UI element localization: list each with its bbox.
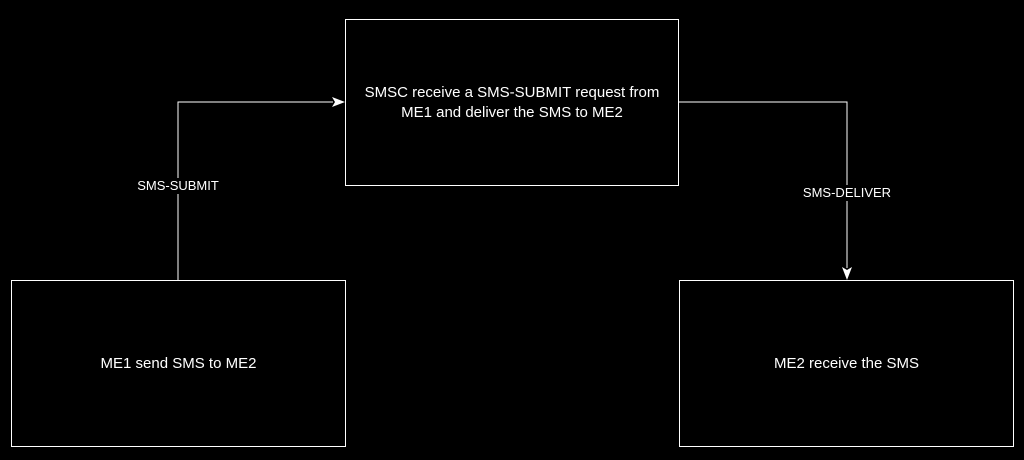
me1-node[interactable]: ME1 send SMS to ME2 (11, 280, 346, 447)
edge-label-sms-deliver: SMS-DELIVER (800, 185, 894, 201)
me2-node-label: ME2 receive the SMS (773, 354, 920, 372)
edge-label-sms-submit: SMS-SUBMIT (135, 178, 221, 194)
arrowhead-to-me2 (842, 267, 852, 280)
me1-node-label: ME1 send SMS to ME2 (100, 354, 257, 372)
smsc-node-label: SMSC receive a SMS-SUBMIT request from M… (364, 83, 660, 121)
arrowhead-to-smsc (332, 97, 345, 107)
edge-sms-deliver (679, 101, 848, 268)
edge-sms-submit (177, 101, 333, 280)
smsc-node[interactable]: SMSC receive a SMS-SUBMIT request from M… (345, 19, 679, 186)
me2-node[interactable]: ME2 receive the SMS (679, 280, 1014, 447)
